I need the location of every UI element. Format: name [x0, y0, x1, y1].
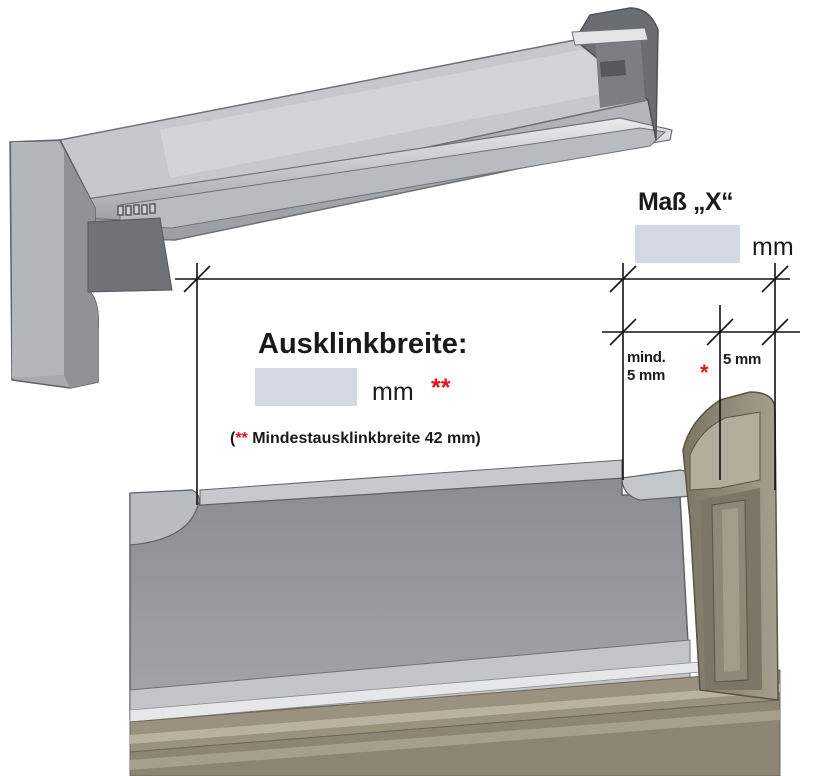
mass-x-title: Maß „X“	[638, 188, 734, 216]
dimension-lines	[175, 263, 800, 505]
min-offset-label: mind. 5 mm	[627, 349, 666, 385]
note-text: Mindestausklinkbreite 42 mm)	[247, 430, 481, 447]
min-offset-asterisk: *	[700, 360, 709, 385]
ausklinkbreite-title: Ausklinkbreite:	[258, 328, 468, 360]
note-asterisks: **	[235, 430, 248, 447]
ausklinkbreite-asterisks: **	[431, 374, 451, 402]
ausklinkbreite-input[interactable]	[255, 368, 357, 406]
bottom-sill-illustration	[129, 391, 781, 776]
note-open-paren: (	[230, 430, 236, 447]
minimum-width-note: (** Mindestausklinkbreite 42 mm)	[230, 430, 481, 448]
mass-x-unit: mm	[752, 233, 794, 261]
ausklinkbreite-unit: mm	[372, 378, 414, 406]
min-offset-line1: mind.	[627, 349, 666, 366]
mass-x-input[interactable]	[635, 225, 740, 263]
five-mm-label: 5 mm	[723, 351, 761, 368]
min-offset-line2: 5 mm	[627, 367, 665, 384]
top-sill-illustration	[9, 7, 673, 389]
